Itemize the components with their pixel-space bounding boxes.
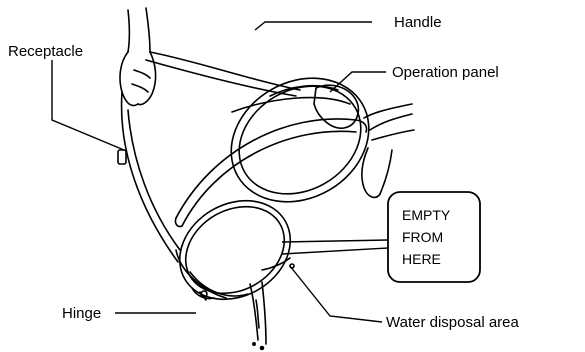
label-operation-panel: Operation panel <box>392 64 499 81</box>
callout-line-1: EMPTY <box>402 207 451 223</box>
callout-line-2: FROM <box>402 229 443 245</box>
water-stream <box>250 282 266 350</box>
left-hand <box>120 8 156 106</box>
receptacle-body <box>122 52 300 262</box>
callout-pointer-upper <box>282 240 388 242</box>
label-handle: Handle <box>394 14 442 31</box>
handle-leader <box>255 22 372 30</box>
right-hand <box>362 104 414 197</box>
label-water-disposal-area: Water disposal area <box>386 314 519 331</box>
empty-from-here-callout: EMPTY FROM HERE <box>388 192 480 282</box>
pot-illustration <box>118 8 414 350</box>
receptacle-leader <box>52 60 124 150</box>
label-receptacle: Receptacle <box>8 43 83 60</box>
label-hinge: Hinge <box>62 305 101 322</box>
operation-panel-leader <box>330 72 386 92</box>
leader-lines <box>52 22 388 322</box>
water-disposal-leader <box>290 266 382 322</box>
side-latch <box>118 150 126 164</box>
callout-pointer-lower <box>282 248 388 254</box>
water-disposal-lip <box>262 258 294 270</box>
callout-line-3: HERE <box>402 251 441 267</box>
lid <box>209 54 392 226</box>
handle <box>175 119 366 227</box>
